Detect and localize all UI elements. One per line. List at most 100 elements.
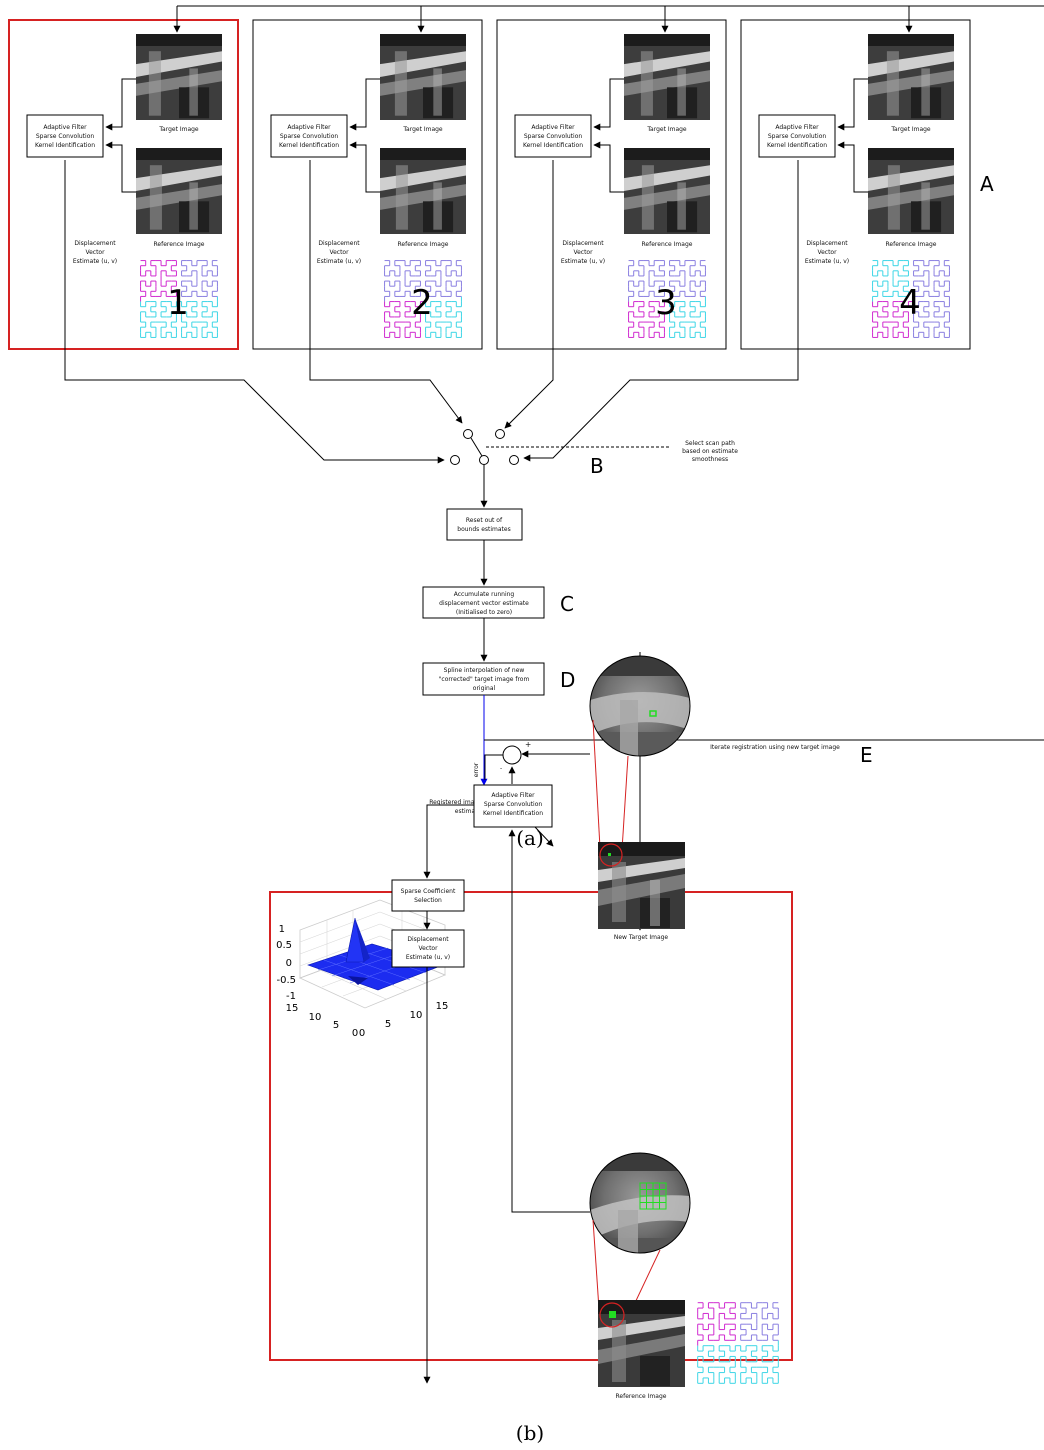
subpanel-3-displacement-line-2: Vector — [573, 249, 593, 256]
switch-lever — [471, 438, 482, 456]
subpanel-2-number: 2 — [411, 283, 433, 323]
subpanel-2: Target ImageReference Image Adaptive Filt… — [253, 6, 482, 349]
subpanel-3-displacement-line-3: Estimate (u, v) — [561, 258, 605, 265]
accumulate-box-line-2: displacement vector estimate — [439, 600, 529, 607]
filter-line-1: Adaptive Filter — [491, 792, 535, 799]
filter-to-sparse — [427, 805, 474, 878]
plus-sign: + — [525, 740, 531, 749]
subpanel-4-filter-line-3: Kernel Identification — [767, 142, 827, 149]
scan-path-note-3: smoothness — [692, 456, 728, 463]
summing-junction — [503, 746, 521, 764]
label-d: D — [560, 668, 575, 692]
subpanel-3-filter-line-1: Adaptive Filter — [531, 124, 575, 131]
displacement-box-line-3: Estimate (u, v) — [406, 954, 450, 961]
switch-contact-2 — [464, 430, 473, 439]
left-tick-1: 15 — [286, 1003, 299, 1014]
label-b: B — [590, 454, 604, 478]
subpanel-4-displacement-line-1: Displacement — [806, 240, 848, 247]
error-label: error — [473, 762, 480, 777]
switch-common — [480, 456, 489, 465]
subpanel-2-filter-line-1: Adaptive Filter — [287, 124, 331, 131]
subpanel-3-displacement-line-1: Displacement — [562, 240, 604, 247]
reset-box-line-1: Reset out of — [466, 517, 503, 524]
subpanel-1-reference-label: Reference Image — [154, 241, 205, 248]
displacement-box-line-2: Vector — [418, 945, 438, 952]
caption-b: (b) — [516, 1421, 544, 1445]
subpanel-1-displacement-line-1: Displacement — [74, 240, 116, 247]
panel-a: Target ImageReference Image Adaptive Filt… — [9, 6, 970, 349]
surface-plot: 1 0.5 0 -0.5 -1 15 10 5 0 0 5 10 15 — [276, 900, 448, 1039]
z-tick-3: 0 — [286, 958, 292, 969]
sparse-box-line-2: Selection — [414, 897, 442, 904]
switch-contact-4 — [510, 456, 519, 465]
subpanel-4-filter-line-1: Adaptive Filter — [775, 124, 819, 131]
subpanel-4-displacement-line-2: Vector — [817, 249, 837, 256]
reset-box — [447, 509, 522, 540]
subpanel-1-target-arrow — [106, 79, 136, 127]
accumulate-box-line-3: (Initialised to zero) — [456, 609, 512, 616]
subpanel-2-reference-arrow — [350, 145, 380, 192]
subpanel-3-reference-image — [624, 148, 710, 234]
subpanel-4-reference-image — [868, 148, 954, 234]
filter-line-2: Sparse Convolution — [484, 801, 543, 808]
switch-contact-1 — [451, 456, 460, 465]
reference-image-b — [598, 1300, 685, 1387]
subpanel-1-reference-arrow — [106, 145, 136, 192]
label-e: E — [860, 743, 873, 767]
target-callout-line-1 — [593, 720, 600, 848]
subpanel-1-target-image — [136, 34, 222, 120]
hilbert-scan-pattern-b — [698, 1303, 779, 1384]
reference-to-filter — [512, 830, 590, 1212]
target-zoom-circle — [590, 656, 690, 762]
subpanel-4-target-image — [868, 34, 954, 120]
accumulate-box-line-1: Accumulate running — [454, 591, 515, 598]
right-tick-1: 0 — [359, 1028, 365, 1039]
switch-contact-3 — [496, 430, 505, 439]
new-target-label: New Target Image — [614, 934, 669, 941]
subpanel-2-target-image — [380, 34, 466, 120]
right-tick-3: 10 — [410, 1010, 423, 1021]
reset-box-line-2: bounds estimates — [457, 526, 510, 533]
subpanel-3-filter-line-3: Kernel Identification — [523, 142, 583, 149]
subpanel-1-displacement-line-2: Vector — [85, 249, 105, 256]
subpanel-2-target-label: Target Image — [402, 126, 443, 133]
subpanel-4-number: 4 — [899, 283, 921, 323]
subpanel-3-reference-label: Reference Image — [642, 241, 693, 248]
subpanel-4-target-label: Target Image — [890, 126, 931, 133]
caption-a: (a) — [516, 826, 544, 850]
subpanel-3-number: 3 — [655, 283, 677, 323]
z-tick-1: 1 — [279, 924, 285, 935]
subpanel-3-target-image — [624, 34, 710, 120]
target-callout-line-2 — [622, 756, 628, 850]
subpanel-1-filter-line-1: Adaptive Filter — [43, 124, 87, 131]
left-tick-4: 0 — [352, 1028, 358, 1039]
subpanel-2-reference-label: Reference Image — [398, 241, 449, 248]
reference-zoom-circle — [590, 1153, 690, 1258]
subpanel-3-filter-line-2: Sparse Convolution — [524, 133, 583, 140]
subpanel-2-displacement-line-2: Vector — [329, 249, 349, 256]
spline-box-line-3: original — [473, 685, 496, 692]
subpanel-2-reference-image — [380, 148, 466, 234]
subpanel-2-filter-line-3: Kernel Identification — [279, 142, 339, 149]
subpanel-4-displacement-line-3: Estimate (u, v) — [805, 258, 849, 265]
subpanel-1-filter-line-2: Sparse Convolution — [36, 133, 95, 140]
subpanel-2-target-arrow — [350, 79, 380, 127]
spline-box-line-2: "corrected" target image from — [439, 676, 530, 683]
iterate-note: Iterate registration using new target im… — [710, 744, 840, 751]
subpanel-3-reference-arrow — [594, 145, 624, 192]
subpanel-4-target-arrow — [838, 79, 868, 127]
scan-path-note-2: based on estimate — [682, 448, 738, 455]
subpanel-2-displacement-line-3: Estimate (u, v) — [317, 258, 361, 265]
displacement-box-line-1: Displacement — [407, 936, 449, 943]
subpanel-3-target-label: Target Image — [646, 126, 687, 133]
z-tick-2: 0.5 — [276, 940, 292, 951]
label-a: A — [980, 172, 994, 196]
z-tick-5: -1 — [286, 991, 296, 1002]
left-tick-2: 10 — [309, 1012, 322, 1023]
reference-label-b: Reference Image — [616, 1393, 667, 1400]
minus-sign: - — [500, 765, 502, 772]
